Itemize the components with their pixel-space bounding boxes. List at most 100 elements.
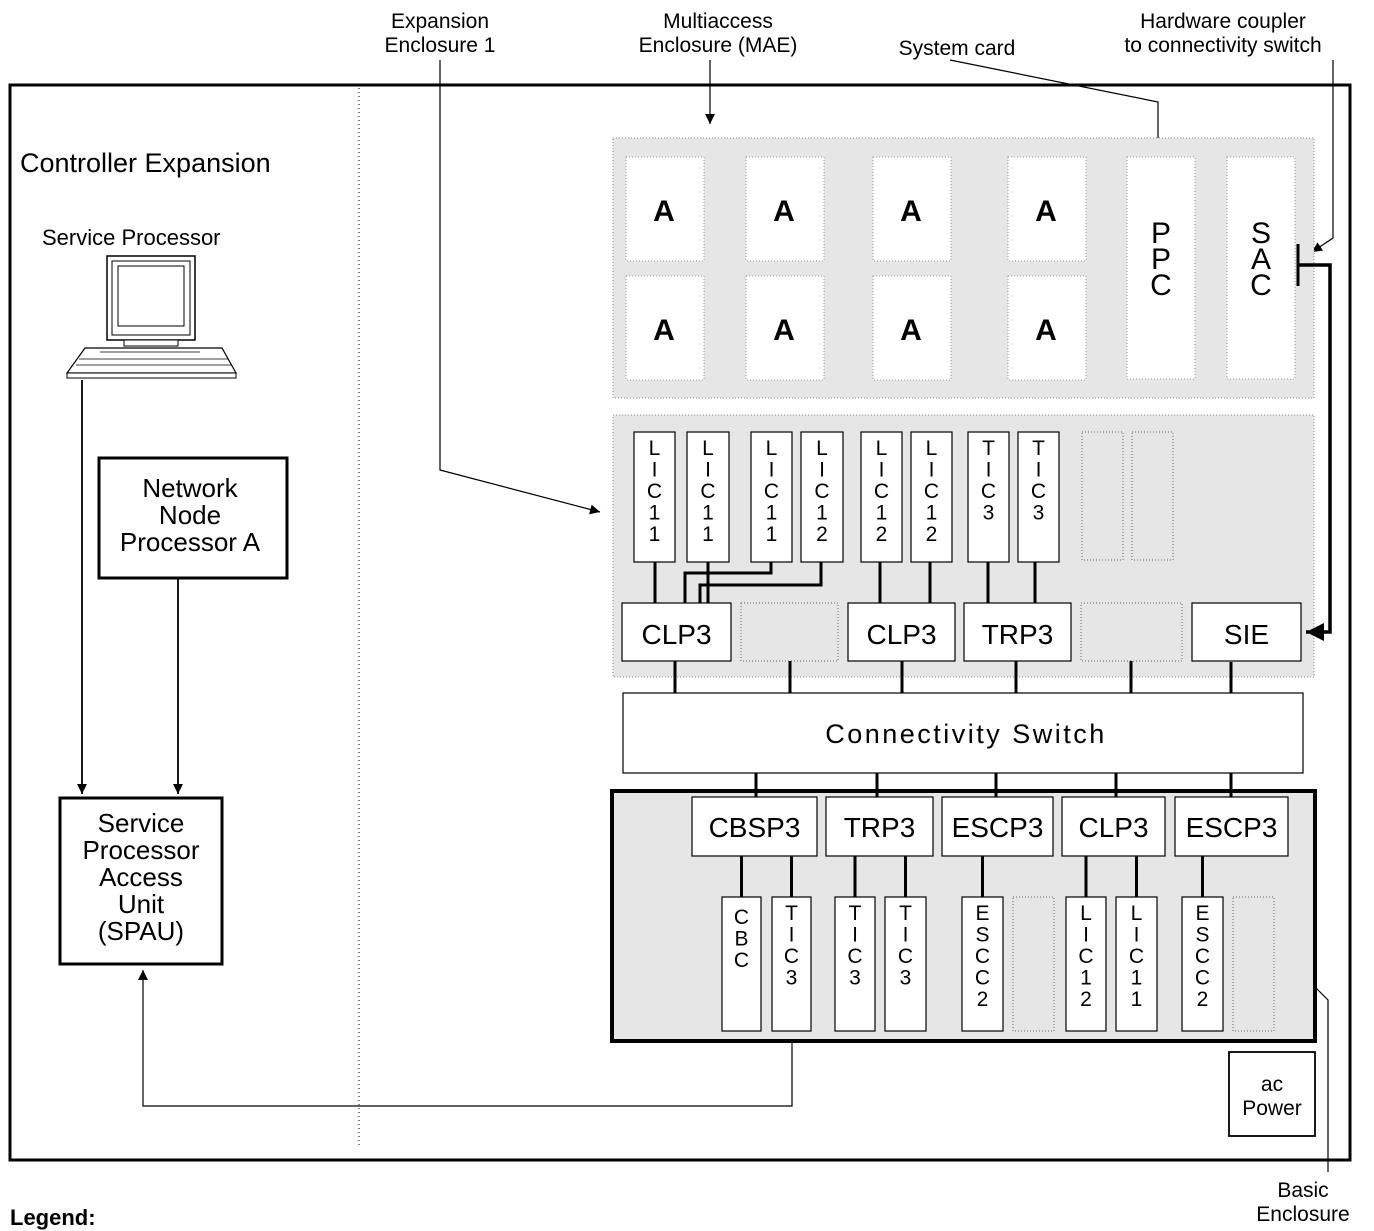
clp3-processor-label: CLP3 <box>1078 812 1148 843</box>
connectivity-switch-label: Connectivity Switch <box>825 719 1107 749</box>
legend-heading: Legend: <box>10 1205 96 1230</box>
expansion-enclosure: LIC11LIC11LIC11LIC12LIC12LIC12TIC3TIC3CL… <box>612 414 1315 678</box>
basic-card-label-char: T <box>899 902 912 925</box>
cbc-card: CBC <box>721 856 762 1032</box>
exp-card-label-char: 1 <box>649 523 661 546</box>
adapter-card-label: A <box>1035 195 1057 228</box>
service-processor-label: Service Processor <box>42 225 221 250</box>
callout-basic-line1: Basic <box>1277 1179 1328 1202</box>
sie-processor-label: SIE <box>1224 619 1269 650</box>
escp3-processor: ESCP3 <box>941 796 1054 857</box>
nnp-line3: Processor A <box>120 527 261 557</box>
exp-card-label-char: I <box>1036 459 1042 482</box>
outer-frame <box>8 83 1352 1162</box>
card-wire <box>683 562 773 603</box>
ppc-label-char: P <box>1151 217 1171 250</box>
computer-icon <box>65 255 238 379</box>
spau-line4: Unit <box>118 889 165 919</box>
basic-card-label-char: C <box>975 967 990 990</box>
clp3-processor: CLP3 <box>621 602 732 662</box>
basic-card-label-char: I <box>1083 924 1089 947</box>
escp3-processor-label: ESCP3 <box>952 812 1044 843</box>
sac-label-char: C <box>1250 269 1272 302</box>
basic-card-label-char: 1 <box>1131 988 1143 1011</box>
basic-card-label-char: T <box>785 902 798 925</box>
exp-card-label-char: 1 <box>702 502 714 525</box>
exp-card-label-char: 3 <box>983 502 995 525</box>
ac-power-box: ac Power <box>1228 1051 1316 1137</box>
spau-box: Service Processor Access Unit (SPAU) <box>58 796 224 966</box>
callout-expansion-enclosure: Expansion Enclosure 1 <box>385 10 496 57</box>
adapter-card: A <box>625 275 705 381</box>
exp-card-label-char: I <box>879 459 885 482</box>
exp-card-label-char: L <box>876 437 888 460</box>
callout-coupler-line2: to connectivity switch <box>1124 34 1321 57</box>
basic-card-label-char: C <box>975 945 990 968</box>
basic-card-label-char: 2 <box>1080 988 1092 1011</box>
exp-card-label-char: I <box>986 459 992 482</box>
nnp-line2: Node <box>159 500 221 530</box>
tic-to-spau-line <box>138 970 793 1107</box>
adapter-card-label: A <box>653 195 675 228</box>
basic-card-label-char: B <box>734 928 748 951</box>
exp-card-label-char: L <box>766 437 778 460</box>
sac-label-char: S <box>1251 217 1271 250</box>
basic-card-label-char: S <box>975 924 989 947</box>
exp-card-label-char: T <box>1032 437 1045 460</box>
trp3-processor-label: TRP3 <box>982 619 1054 650</box>
empty-processor-slot <box>740 602 839 662</box>
exp-card-label-char: C <box>647 480 662 503</box>
basic-card-label-char: E <box>975 902 989 925</box>
basic-card-label-char: C <box>1129 945 1144 968</box>
basic-card-label-char: T <box>849 902 862 925</box>
expansion-leader <box>439 60 601 515</box>
exp-card-label-char: T <box>982 437 995 460</box>
exp-card-label-char: 3 <box>1033 502 1045 525</box>
clp3-processor: CLP3 <box>1061 796 1166 857</box>
system-card-leader <box>949 59 1163 152</box>
basic-card-label-char: 3 <box>900 967 912 990</box>
spau-line1: Service <box>98 808 185 838</box>
callout-mae-line1: Multiaccess <box>663 10 773 33</box>
exp-card-label-char: I <box>769 459 775 482</box>
exp-card-label-char: C <box>924 480 939 503</box>
basic-card-label-char: 1 <box>1080 967 1092 990</box>
adapter-card: A <box>1007 156 1087 262</box>
exp-card-label-char: 2 <box>876 523 888 546</box>
sie-processor: SIE <box>1191 602 1302 662</box>
clp3-processor: CLP3 <box>847 602 956 662</box>
exp-card-label-char: C <box>700 480 715 503</box>
escp3-processor-label: ESCP3 <box>1186 812 1278 843</box>
exp-card-label-char: L <box>816 437 828 460</box>
exp-card-label-char: C <box>764 480 779 503</box>
exp-card-label-char: L <box>702 437 714 460</box>
basic-card-label-char: 3 <box>786 967 798 990</box>
exp-card-label-char: L <box>649 437 661 460</box>
escp3-processor: ESCP3 <box>1174 796 1289 857</box>
ac-power-line1: ac <box>1261 1073 1283 1096</box>
basic-card-label-char: I <box>789 924 795 947</box>
basic-card-label-char: C <box>1078 945 1093 968</box>
basic-card-label-char: C <box>784 945 799 968</box>
card-wire <box>698 562 823 603</box>
coupler-leader <box>1311 60 1334 253</box>
basic-card-label-char: C <box>734 949 749 972</box>
spau-line3: Access <box>99 862 183 892</box>
adapter-card-label: A <box>1035 314 1057 347</box>
callout-mae-line2: Enclosure (MAE) <box>639 34 798 57</box>
basic-card-label-char: I <box>903 924 909 947</box>
exp-card-label-char: I <box>705 459 711 482</box>
basic-card-label-char: C <box>1195 967 1210 990</box>
